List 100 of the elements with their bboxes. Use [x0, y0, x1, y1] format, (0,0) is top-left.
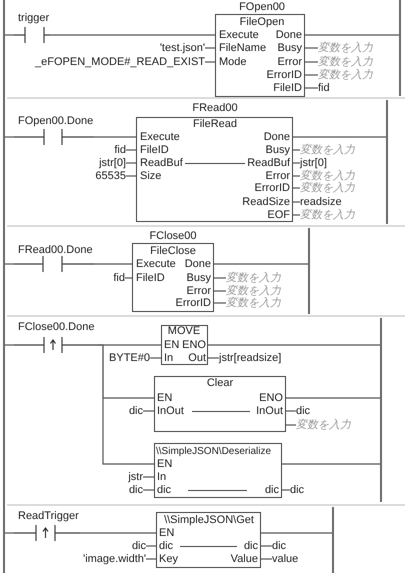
instance-name: FRead00	[192, 102, 238, 114]
pin-label: EN	[159, 527, 174, 539]
input-field: 変数を入力	[296, 419, 351, 431]
rung-wire	[94, 136, 136, 138]
pin-label: dic	[244, 540, 258, 552]
rung-wire	[286, 424, 296, 426]
rung-wire	[208, 357, 219, 359]
input-field: 変数を入力	[300, 144, 355, 156]
instance-name: FOpen00	[239, 1, 285, 13]
rung-wire	[286, 397, 380, 399]
pin-label: ErrorID	[254, 182, 290, 194]
rung-wire	[293, 149, 300, 151]
pin-label: FileID	[140, 144, 169, 156]
pin-label: InOut	[256, 405, 283, 417]
pin-label: Done	[276, 29, 302, 41]
pin-label: Busy	[186, 272, 211, 284]
variable-name: jstr	[128, 471, 143, 483]
variable-name: jstr[readsize]	[219, 352, 282, 364]
rung-wire	[205, 47, 215, 49]
input-field: 変数を入力	[318, 42, 373, 54]
input-field: 変数を入力	[300, 182, 355, 194]
contact-label: FClose00.Done	[18, 321, 94, 333]
pin-label: In	[164, 352, 174, 364]
pin-label: ENO	[259, 392, 283, 404]
rung-wire	[80, 532, 156, 534]
variable-name: jstr[0]	[99, 157, 126, 169]
rung-wire	[293, 214, 300, 216]
block-type-name: FileRead	[192, 118, 238, 130]
block-type-name: FileClose	[150, 245, 196, 257]
block-type-name: \\SimpleJSON\Get	[164, 514, 254, 526]
pin-label: ReadSize	[242, 196, 290, 208]
variable-name: jstr[0]	[300, 157, 327, 169]
variable-name: dic	[296, 405, 310, 417]
rung-wire	[261, 558, 272, 560]
block-type-name: \\SimpleJSON\Deserialize	[156, 446, 272, 458]
pin-label: FileID	[136, 272, 165, 284]
input-field: 変数を入力	[226, 297, 281, 309]
pin-label: Busy	[266, 144, 290, 156]
rung-wire	[143, 410, 154, 412]
rung-wire	[98, 344, 154, 465]
variable-name: dic	[290, 484, 304, 496]
pin-label: Key	[159, 553, 178, 565]
pin-label: EN	[157, 458, 172, 470]
variable-name: value	[272, 553, 298, 565]
rung-wire	[126, 162, 136, 164]
variable-name: _eFOPEN_MODE#_READ_EXIST	[35, 56, 205, 68]
pin-label: dic	[264, 484, 279, 496]
rung-wire	[214, 290, 226, 292]
pin-label: dic	[159, 540, 174, 552]
rung-wire	[143, 476, 154, 478]
rung-wire	[214, 277, 226, 279]
pin-label: ENO	[182, 339, 206, 351]
input-field: 変数を入力	[318, 69, 373, 81]
variable-name: dic	[132, 540, 146, 552]
block-type-name: Clear	[206, 377, 234, 389]
rung-wire	[146, 558, 156, 560]
pin-label: In	[157, 471, 166, 483]
rung-wire	[261, 545, 272, 547]
pin-label: Error	[278, 56, 302, 68]
rung-wire	[150, 357, 161, 359]
rung-wire	[282, 489, 290, 491]
variable-name: fid	[114, 144, 126, 156]
variable-name: 'test.json'	[160, 42, 205, 54]
pin-label: EN	[164, 339, 180, 351]
variable-name: dic	[128, 484, 143, 496]
pin-label: EN	[157, 392, 172, 404]
rung-wire	[208, 344, 380, 346]
variable-name: 'image.width'	[83, 553, 146, 565]
rung-wire	[305, 87, 318, 89]
pin-label: Execute	[136, 258, 176, 270]
variable-name: fid	[318, 82, 330, 94]
pin-label: FileName	[219, 42, 266, 54]
rung-wire	[261, 532, 332, 534]
pin-label: Execute	[219, 29, 259, 41]
contact-label: FOpen00.Done	[18, 115, 94, 127]
variable-name: fid	[113, 272, 125, 284]
pin-label: Busy	[278, 42, 302, 54]
block-type-name: MOVE	[168, 325, 200, 337]
pin-label: Execute	[140, 131, 180, 143]
pin-label: Value	[230, 553, 258, 565]
rung-wire	[146, 545, 156, 547]
rung-wire	[286, 410, 296, 412]
pin-label: Out	[188, 352, 206, 364]
input-field: 変数を入力	[300, 209, 355, 221]
variable-name: dic	[272, 540, 286, 552]
pin-label: Error	[186, 285, 211, 297]
rung-wire	[125, 277, 132, 279]
rung-wire	[214, 302, 226, 304]
pin-label: Done	[264, 131, 290, 143]
pin-label: Size	[140, 170, 162, 182]
rung-wire	[293, 187, 300, 189]
block-type-name: FileOpen	[240, 16, 284, 28]
variable-name: readsize	[300, 196, 342, 208]
rung-wire	[293, 136, 386, 138]
input-field: 変数を入力	[300, 170, 355, 182]
pin-label: Error	[266, 170, 290, 182]
variable-name: BYTE#0	[109, 352, 150, 364]
rung-wire	[305, 34, 399, 36]
rung-wire	[126, 149, 136, 151]
pin-label: FileID	[273, 82, 302, 94]
